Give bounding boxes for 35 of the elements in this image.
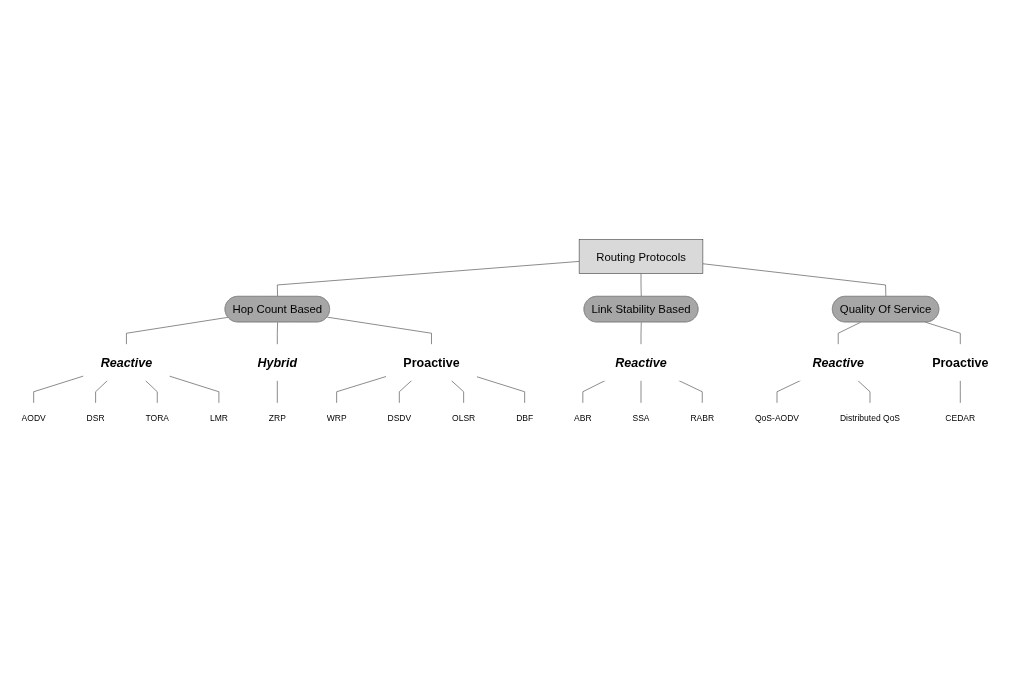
node-text: Distributed QoS [839,413,901,423]
connector [277,322,278,346]
node-text: SSA [632,413,650,423]
node-text: LMR [209,413,228,423]
connector [126,317,229,346]
node-text: ZRP [268,413,286,423]
connector [336,376,387,404]
connector [168,376,220,404]
connector [277,261,580,298]
node-text: Hybrid [257,355,298,370]
connector [640,273,642,298]
node-text: OLSR [452,413,476,423]
node-text: DBF [516,413,534,423]
node-text: Reactive [615,355,667,370]
node-text: RABR [690,413,715,423]
node-text: DSR [86,413,105,423]
node-text: Reactive [100,355,153,370]
connector [399,380,413,404]
node-box: Routing Protocols [578,239,704,275]
connector [33,375,84,404]
node-text: CEDAR [945,413,976,423]
connector [925,322,961,346]
node-text: Proactive [403,355,460,370]
node-text: QoS-AODV [754,413,800,423]
connector [326,317,432,346]
node-text: DSDV [387,413,412,423]
node-text: WRP [326,413,347,423]
connector [476,376,525,404]
node-text: Reactive [812,355,864,370]
connector [145,380,158,404]
node-text: AODV [21,413,46,423]
node-text: Proactive [932,355,989,370]
node-text: ABR [574,413,592,423]
connector [702,263,887,298]
node-text: TORA [145,413,170,423]
